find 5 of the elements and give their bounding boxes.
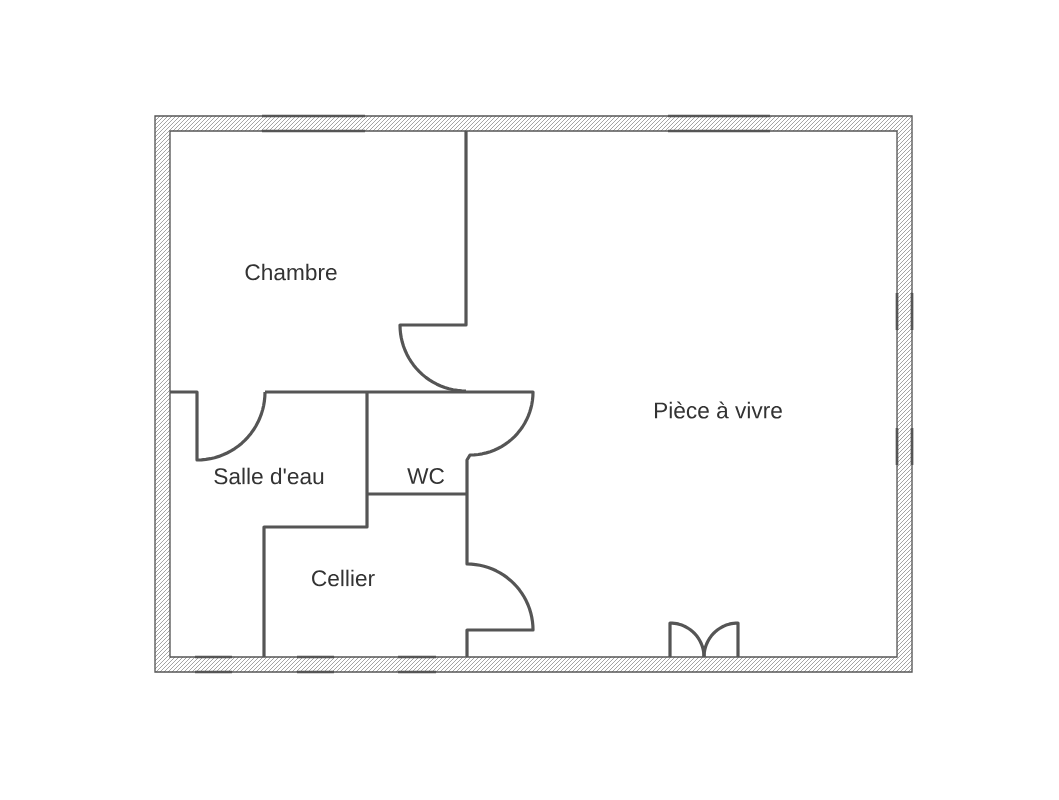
room-label: Chambre [245, 263, 337, 281]
room-label: WC [407, 468, 445, 485]
room-label: Salle d'eau [214, 467, 324, 485]
room-label: Cellier [312, 569, 375, 587]
room-label: Pièce à vivre [655, 401, 782, 419]
